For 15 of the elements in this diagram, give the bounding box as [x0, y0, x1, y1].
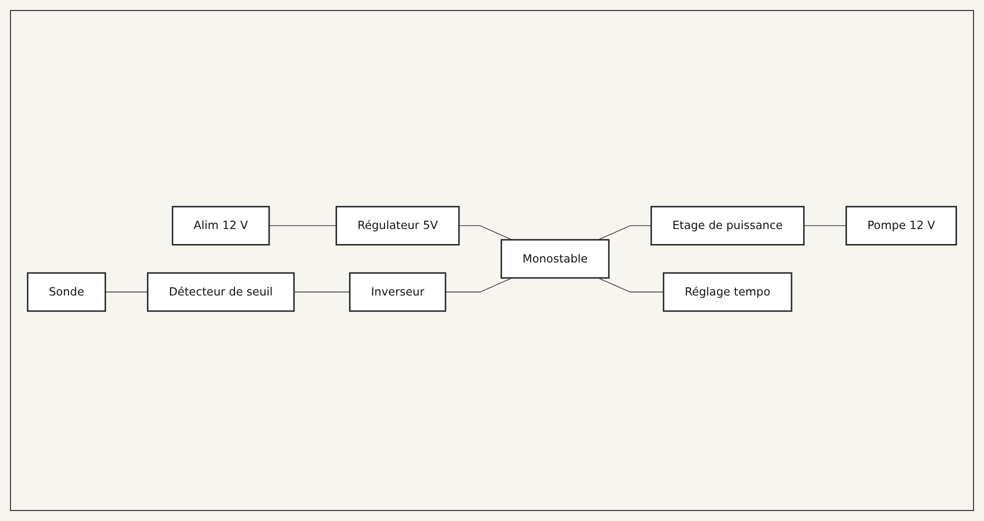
node-box: Pompe 12 V — [846, 206, 958, 246]
node-box: Monostable — [500, 238, 610, 278]
node-box: Sonde — [26, 272, 106, 312]
connector — [445, 277, 512, 292]
connector — [598, 277, 664, 292]
connector — [105, 291, 148, 292]
node-box: Régulateur 5V — [336, 206, 460, 246]
node-box: Etage de puissance — [650, 206, 805, 246]
node-box: Détecteur de seuil — [147, 272, 295, 312]
connector — [804, 224, 847, 226]
connector — [294, 291, 350, 292]
node-box: Inverseur — [349, 272, 446, 312]
node-box: Alim 12 V — [172, 206, 270, 246]
connector — [268, 224, 337, 226]
node-box: Réglage tempo — [662, 272, 792, 312]
